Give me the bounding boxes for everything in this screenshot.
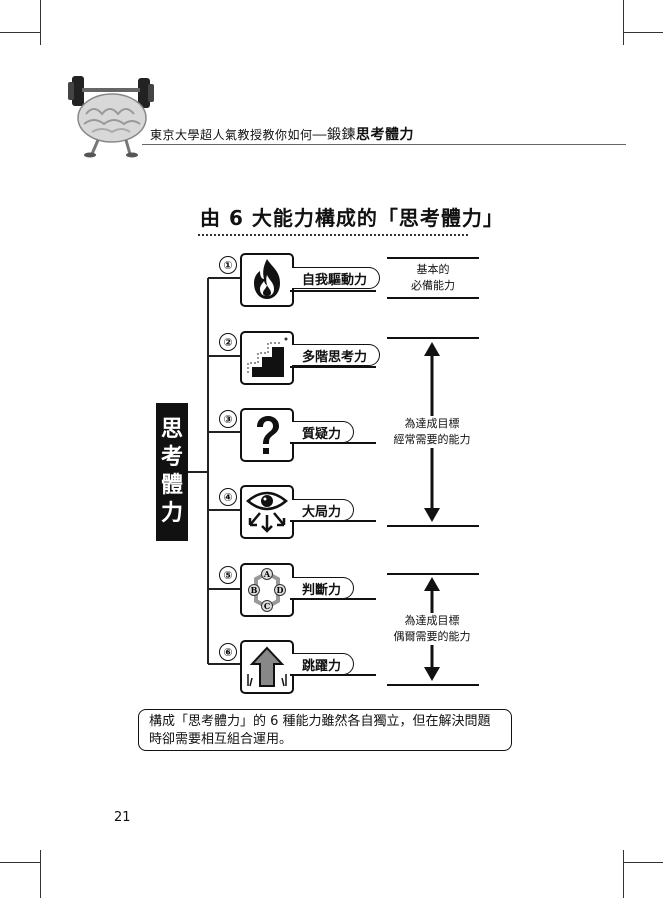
bracket-line [387, 573, 479, 575]
ability-number: ② [219, 333, 237, 351]
bracket-line [387, 337, 479, 339]
occasionally-needed-line: 偶爾需要的能力 [393, 630, 471, 643]
ability-number: ⑥ [219, 643, 237, 661]
often-needed-line: 經常需要的能力 [393, 433, 471, 446]
ability-label: 大局力 [292, 499, 355, 521]
page-number: 21 [114, 810, 131, 825]
svg-text:D: D [277, 585, 284, 595]
header-rule [142, 144, 626, 145]
running-header: 東京大學超人氣教授教你如何―鍛鍊思考體力 [150, 124, 414, 144]
vertical-label-char: 力 [160, 501, 183, 526]
ability-label: 跳躍力 [292, 653, 355, 675]
crop-mark [623, 32, 663, 33]
bracket-line [387, 684, 479, 686]
diagram-title: 由 6 大能力構成的「思考體力」 [200, 206, 504, 230]
vertical-label-char: 體 [160, 473, 183, 498]
vertical-label-char: 考 [160, 445, 183, 470]
tree-branch [208, 588, 241, 590]
ability-label: 判斷力 [292, 577, 355, 599]
svg-text:B: B [251, 585, 258, 595]
question-mark-icon [240, 408, 294, 462]
tree-branch [208, 277, 241, 279]
bracket-line [387, 297, 479, 299]
often-needed-label: 為達成目標 經常需要的能力 [384, 416, 480, 448]
ability-label: 質疑力 [292, 421, 355, 443]
caption-note: 構成「思考體力」的 6 種能力雖然各自獨立，但在解決問題時卻需要相互組合運用。 [138, 709, 512, 751]
tag-underline [290, 290, 376, 292]
svg-text:A: A [263, 569, 271, 579]
occasionally-needed-label: 為達成目標 偶爾需要的能力 [384, 613, 480, 645]
fire-icon [240, 253, 294, 307]
tree-branch [208, 663, 241, 665]
tree-branch [208, 355, 241, 357]
basic-ability-label: 基本的 必備能力 [392, 262, 474, 294]
vertical-label: 思 考 體 力 [156, 403, 188, 541]
bracket-line [387, 525, 479, 527]
tree-trunk [207, 278, 209, 664]
header-text-bold: 思考體力 [356, 127, 415, 143]
ability-label: 自我驅動力 [292, 267, 381, 289]
header-text-mid: ―鍛鍊 [312, 127, 357, 143]
occasionally-needed-line: 為達成目標 [404, 614, 460, 627]
crop-mark [623, 862, 663, 863]
ability-number: ④ [219, 488, 237, 506]
basic-ability-line: 基本的 [416, 263, 450, 276]
tree-join [188, 471, 208, 473]
vertical-label-char: 思 [160, 417, 183, 442]
basic-ability-line: 必備能力 [411, 279, 455, 292]
svg-text:C: C [264, 601, 270, 611]
crop-mark [623, 850, 624, 898]
often-needed-line: 為達成目標 [404, 417, 460, 430]
ability-number: ⑤ [219, 566, 237, 584]
crop-mark [40, 0, 41, 45]
bracket-line [387, 257, 479, 259]
ability-label: 多階思考力 [292, 344, 381, 366]
stairs-icon [240, 331, 294, 385]
brain-mascot-icon [68, 76, 154, 158]
up-arrow-icon [240, 640, 294, 694]
tree-branch [208, 509, 241, 511]
abcd-choice-icon: A B D C [240, 563, 294, 617]
header-text-regular: 東京大學超人氣教授教你如何 [150, 128, 313, 142]
eye-icon [240, 485, 294, 539]
tree-branch [208, 431, 241, 433]
title-underline [198, 234, 468, 236]
crop-mark [40, 850, 41, 898]
crop-mark [623, 0, 624, 45]
crop-mark [0, 32, 40, 33]
ability-number: ① [219, 256, 237, 274]
ability-number: ③ [219, 410, 237, 428]
tag-underline [290, 366, 376, 368]
crop-mark [0, 862, 40, 863]
